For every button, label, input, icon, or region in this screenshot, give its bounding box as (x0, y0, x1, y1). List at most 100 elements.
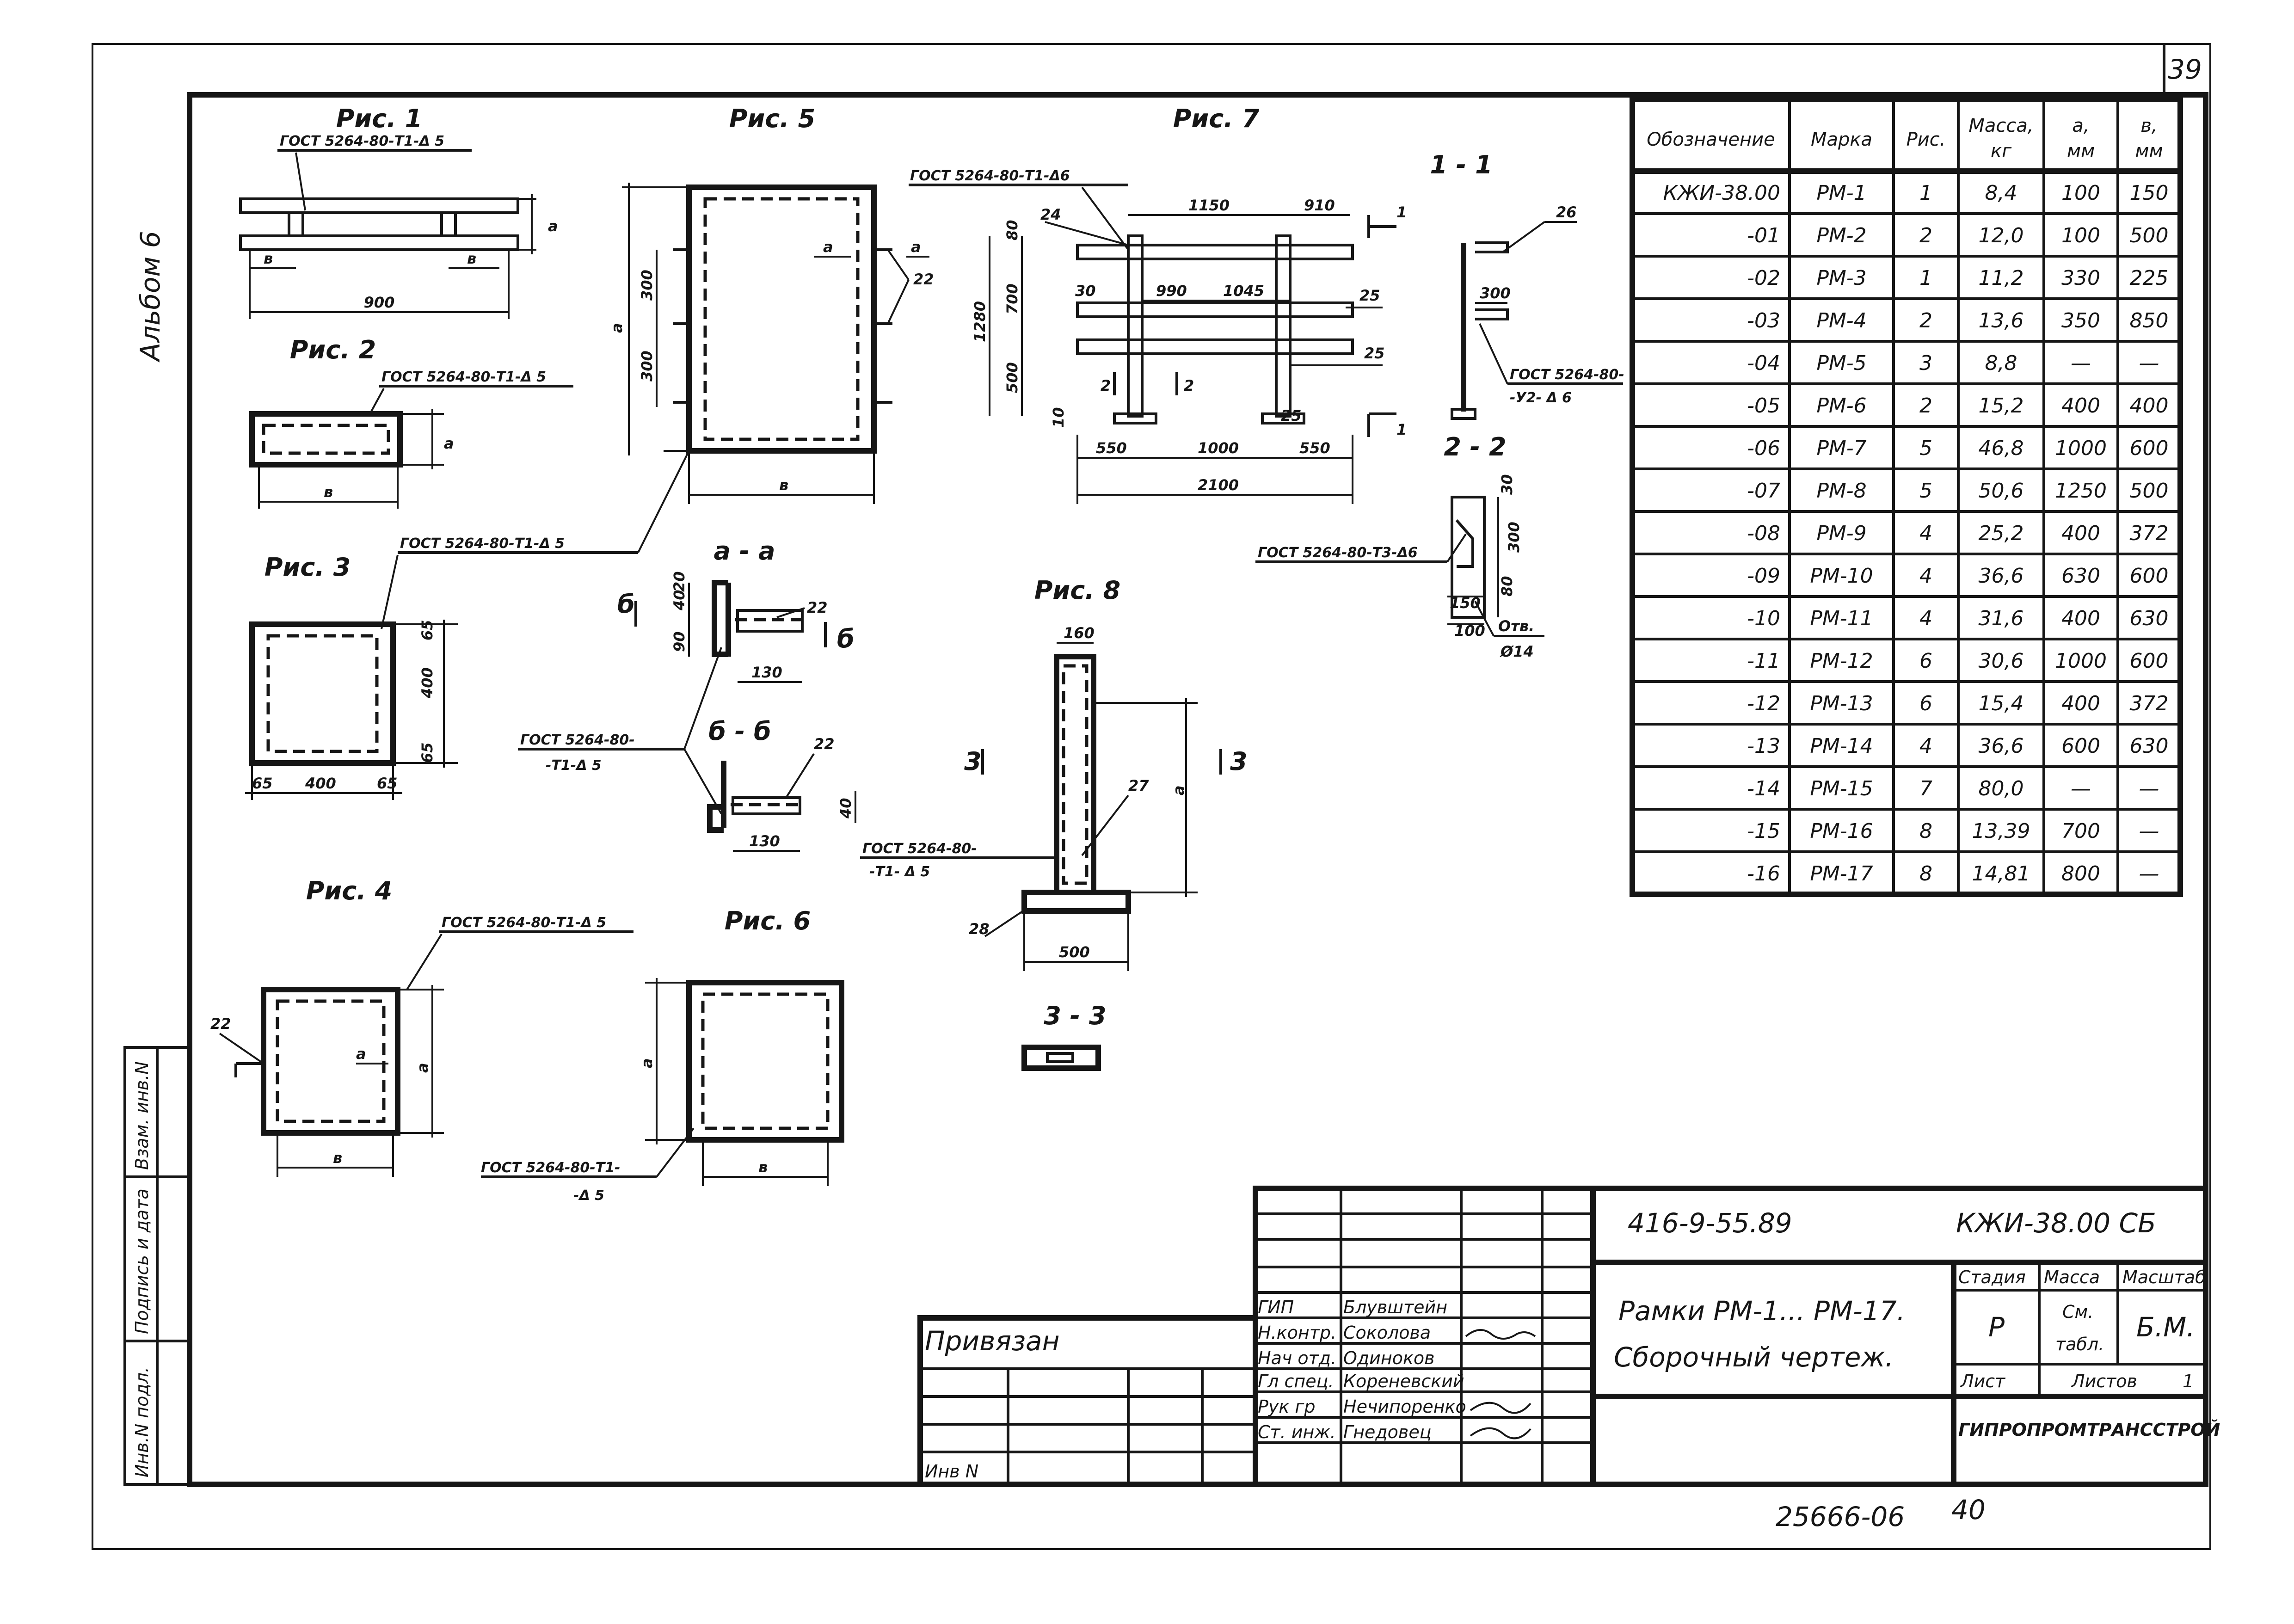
spec-cell-r13-c1: РМ-14 (1810, 734, 1873, 758)
tb-role-0: ГИП (1258, 1297, 1294, 1317)
spec-cell-r9-c0: -09 (1747, 564, 1780, 588)
spec-header-1: Марка (1811, 129, 1872, 150)
spec-cell-r7-c4: 1250 (2055, 479, 2107, 503)
tb-role-2: Нач отд. (1258, 1348, 1336, 1368)
spec-cell-r2-c1: РМ-3 (1816, 266, 1866, 290)
tb-mass1: См. (2062, 1302, 2093, 1322)
fig6-gost: ГОСТ 5264-80-Т1- (481, 1160, 620, 1176)
tb-role-3: Гл спец. (1258, 1371, 1334, 1391)
secaa-d130: 130 (751, 664, 782, 681)
spec-header-3: Масса, (1968, 115, 2033, 136)
stamp-podpis: Подпись и дата (132, 1188, 152, 1334)
tb-name-2: Одиноков (1343, 1348, 1435, 1368)
spec-cell-r14-c4: — (2071, 777, 2091, 800)
sec11-gost2: -У2- Δ 6 (1510, 390, 1572, 406)
spec-header-unit-4: мм (2067, 141, 2095, 162)
fig3-dim-r: 65 (377, 775, 398, 792)
fig7-d1045: 1045 (1223, 282, 1264, 300)
fig7-d550b: 550 (1299, 439, 1330, 457)
fig6-dim-b: в (758, 1158, 768, 1176)
spec-cell-r6-c1: РМ-7 (1816, 437, 1866, 460)
spec-cell-r11-c3: 30,6 (1979, 649, 2024, 673)
tb-role-4: Рук гр (1258, 1396, 1316, 1417)
spec-cell-r10-c5: 630 (2130, 607, 2169, 630)
section-aa-bb: а - а 22 130 90 40 20 б б б - б 22 130 4… (617, 536, 856, 852)
spec-cell-r15-c3: 13,39 (1972, 819, 2030, 843)
fig1-dim-a: а (548, 217, 558, 235)
fig5-dim-a: а (608, 323, 626, 333)
spec-cell-r1-c5: 500 (2130, 224, 2169, 247)
tb-stage-h: Стадия (1958, 1267, 2026, 1287)
spec-cell-r8-c4: 400 (2061, 522, 2100, 545)
tb-mass-h: Масса (2044, 1267, 2100, 1287)
spec-cell-r14-c2: 7 (1919, 777, 1932, 800)
spec-cell-r4-c5: — (2139, 351, 2159, 375)
fig1-dim-len: 900 (364, 294, 395, 311)
tb-scale-h: Масштаб (2122, 1267, 2206, 1287)
fig8-dim-a: а (1170, 785, 1187, 795)
fig7-d550a: 550 (1096, 439, 1127, 457)
sec22-hole: Отв. (1498, 617, 1534, 635)
fig5-dim-b: в (779, 476, 788, 494)
fig7-s2a: 2 (1101, 377, 1111, 394)
fig4-mark22: 22 (210, 1015, 231, 1033)
fig5-dim-300b: 300 (638, 351, 656, 381)
spec-cell-r3-c4: 350 (2061, 309, 2100, 332)
spec-cell-r7-c5: 500 (2130, 479, 2169, 503)
spec-cell-r15-c1: РМ-16 (1810, 819, 1873, 843)
figure-6: Рис. 6 а в ГОСТ 5264-80-Т1- -Δ 5 (481, 906, 844, 1204)
spec-cell-r10-c1: РМ-11 (1810, 607, 1873, 630)
spec-cell-r1-c1: РМ-2 (1816, 224, 1866, 247)
fig7-d1000: 1000 (1198, 439, 1239, 457)
shared-gost2b: -Т1-Δ 5 (546, 757, 602, 774)
spec-cell-r14-c0: -14 (1747, 777, 1780, 800)
fig7-d25b: 25 (1364, 344, 1385, 362)
spec-cell-r10-c2: 4 (1919, 607, 1932, 630)
fig7-d24: 24 (1040, 206, 1061, 223)
sec22-hole-d: Ø14 (1500, 643, 1534, 660)
fig7-s1a: 1 (1396, 203, 1407, 221)
fig5-dim-300a: 300 (638, 270, 656, 301)
spec-cell-r3-c2: 2 (1919, 309, 1932, 332)
spec-cell-r8-c2: 4 (1919, 522, 1932, 545)
sec33-title: 3 - 3 (1044, 1001, 1106, 1030)
spec-cell-r16-c3: 14,81 (1972, 862, 2030, 886)
tb-name-1: Соколова (1343, 1323, 1431, 1343)
spec-cell-r0-c3: 8,4 (1985, 181, 2017, 205)
fig7-d1150: 1150 (1188, 197, 1230, 214)
spec-cell-r14-c3: 80,0 (1979, 777, 2024, 800)
secaa-d22: 22 (807, 599, 828, 616)
spec-cell-r14-c5: — (2139, 777, 2159, 800)
fig1-dim-b2: в (467, 250, 476, 267)
fig7-d700: 700 (1003, 283, 1021, 314)
fig7-d500: 500 (1003, 362, 1021, 393)
spec-cell-r9-c2: 4 (1919, 564, 1932, 588)
stamp-inv-podl: Инв.N подл. (132, 1367, 152, 1477)
side-stamp: Инв.N подл. Подпись и дата Взам. инв.N (123, 1046, 191, 1486)
tb-sheet-h: Лист (1960, 1371, 2006, 1391)
figure-8: Рис. 8 160 27 а 28 500 3 3 ГОСТ 5264-80-… (860, 576, 1248, 971)
secbb-d40: 40 (837, 798, 855, 819)
spec-cell-r2-c5: 225 (2130, 266, 2169, 290)
sec22-d100: 100 (1454, 622, 1485, 640)
spec-cell-r4-c0: -04 (1747, 351, 1780, 375)
spec-cell-r1-c3: 12,0 (1979, 224, 2024, 247)
outer-frame (92, 43, 2211, 1550)
spec-cell-r8-c5: 372 (2130, 522, 2169, 545)
spec-cell-r9-c3: 36,6 (1979, 564, 2024, 588)
spec-cell-r8-c1: РМ-9 (1816, 522, 1866, 545)
spec-cell-r15-c5: — (2139, 819, 2159, 843)
fig5-sec-a: а (823, 238, 833, 256)
fig4-dim-a1: а (356, 1045, 366, 1063)
spec-cell-r11-c2: 6 (1919, 649, 1932, 673)
spec-cell-r5-c4: 400 (2061, 394, 2100, 418)
fig5-mark22: 22 (913, 271, 934, 288)
tb-doc-code: КЖИ-38.00 СБ (1956, 1207, 2156, 1239)
spec-cell-r16-c1: РМ-17 (1810, 862, 1873, 886)
figure-5: Рис. 5 а 300 300 в а а 22 (608, 104, 934, 504)
spec-cell-r11-c5: 600 (2130, 649, 2169, 673)
fig2-gost: ГОСТ 5264-80-Т1-Δ 5 (381, 369, 546, 385)
spec-cell-r14-c1: РМ-15 (1810, 777, 1873, 800)
